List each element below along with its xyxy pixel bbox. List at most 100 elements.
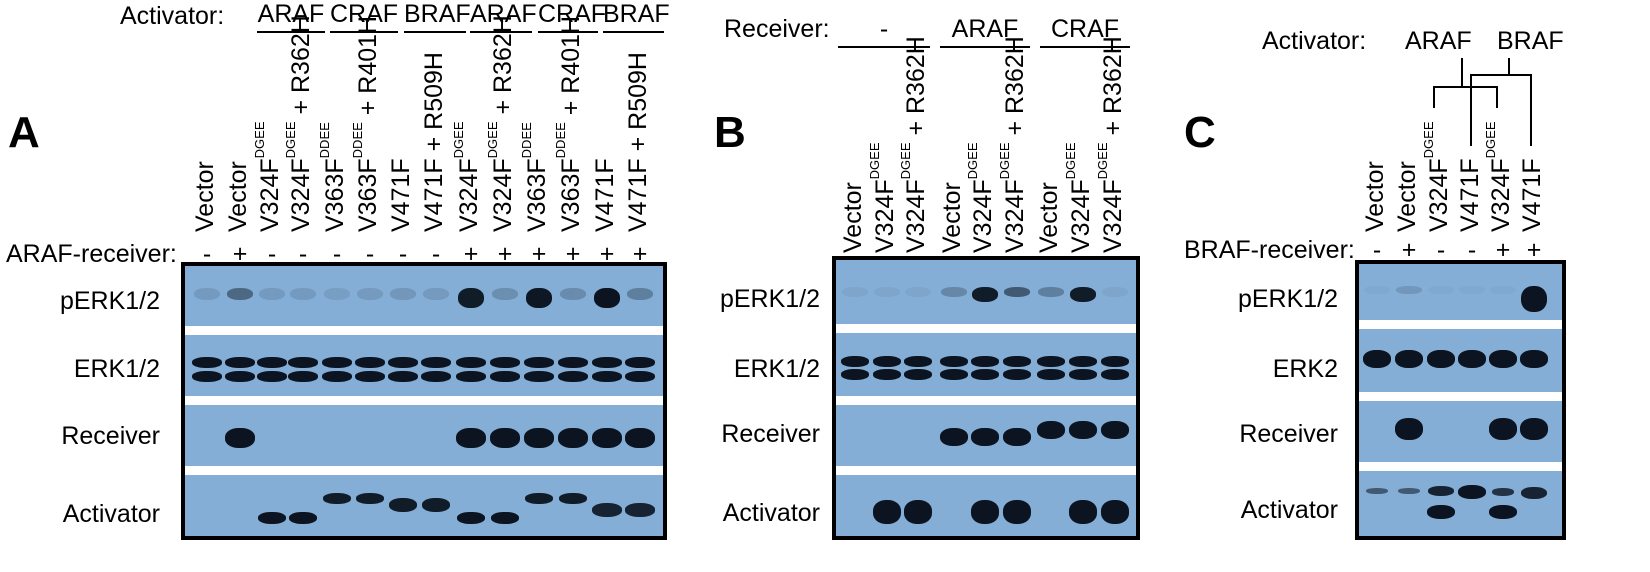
- lane-label-superscript: DDEE: [350, 122, 365, 159]
- lane-label-superscript: DGEE: [1483, 121, 1498, 159]
- group-underline: [470, 31, 532, 33]
- blot-band: [456, 357, 486, 368]
- blot-band: [259, 288, 285, 300]
- blot-band: [227, 288, 253, 300]
- lane-label-text: V324F: [287, 158, 315, 232]
- group-label: BRAF: [1497, 27, 1564, 55]
- lane-label: V324FDGEE + R362H: [1095, 36, 1127, 253]
- blot-band: [1395, 350, 1423, 368]
- receiver-sign: +: [1495, 236, 1511, 264]
- blot-band: [192, 371, 222, 382]
- blot-band: [357, 288, 383, 300]
- blot-separator: [185, 466, 663, 475]
- blot-band: [1459, 286, 1485, 294]
- blot-band: [971, 428, 999, 446]
- blot-band: [1428, 486, 1454, 496]
- lane-label-superscript: DDEE: [317, 122, 332, 159]
- group-label: BRAF: [603, 0, 670, 28]
- lane-label: V471F + R509H: [420, 52, 448, 232]
- blot-band: [940, 428, 968, 446]
- blot-band: [940, 369, 968, 380]
- blot-row-label: Receiver: [61, 422, 160, 450]
- blot-band: [841, 356, 869, 367]
- connector-line: [1433, 86, 1498, 88]
- blot-band: [1492, 488, 1514, 496]
- lane-label-text: V324F: [1001, 179, 1029, 253]
- lane-label-suffix: + R401H: [354, 15, 382, 123]
- blot-band: [1069, 421, 1097, 439]
- blot-row-label: pERK1/2: [59, 287, 160, 315]
- lane-label-text: V324F: [1099, 179, 1127, 253]
- blot-band: [1038, 287, 1064, 297]
- lane-label-text: V471F: [1456, 158, 1484, 232]
- connector-line: [1433, 86, 1435, 108]
- lane-label: V471F: [387, 158, 415, 232]
- blot-band: [524, 428, 554, 448]
- blot-band: [491, 512, 519, 524]
- lane-label-text: V324F: [256, 158, 284, 232]
- connector-line: [1470, 74, 1532, 76]
- blot-band: [525, 493, 553, 504]
- blot-band: [289, 512, 317, 524]
- blot-band: [389, 498, 417, 512]
- blot-band: [322, 357, 352, 368]
- blot-band: [1490, 286, 1516, 294]
- blot-band: [1489, 418, 1517, 440]
- activator-header: Activator:: [120, 2, 225, 30]
- lane-label-text: Vector: [1393, 161, 1421, 232]
- lane-label: V471F: [591, 158, 619, 232]
- lane-label: V324FDGEE + R362H: [997, 36, 1029, 253]
- blot-band: [257, 357, 287, 368]
- lane-label: V363FDDEE: [317, 122, 349, 232]
- lane-label-superscript: DGEE: [1063, 142, 1078, 180]
- blot-band: [524, 357, 554, 368]
- receiver-sign: +: [1401, 236, 1417, 264]
- blot-band: [423, 288, 449, 300]
- lane-label-text: Vector: [1361, 161, 1389, 232]
- group-label: BRAF: [404, 0, 471, 28]
- blot-band: [940, 356, 968, 367]
- blot-band: [625, 503, 655, 517]
- blot-band: [456, 428, 486, 448]
- receiver-sign: +: [463, 240, 479, 268]
- blot-separator: [1359, 392, 1562, 401]
- blot-row-label: pERK1/2: [1237, 285, 1338, 313]
- blot-band: [225, 371, 255, 382]
- group-label: ARAF: [257, 0, 325, 28]
- lane-label-superscript: DGEE: [965, 142, 980, 180]
- blot-band: [422, 498, 450, 512]
- lane-label-text: V471F: [420, 158, 448, 232]
- lane-label-text: Vector: [191, 161, 219, 232]
- lane-label-superscript: DDEE: [553, 122, 568, 159]
- lane-label-text: V363F: [557, 158, 585, 232]
- blot-band: [1070, 287, 1096, 302]
- blot-band: [1003, 500, 1031, 524]
- group-underline: [1040, 46, 1130, 48]
- lane-label-suffix: + R401H: [557, 15, 585, 123]
- activator-header: Activator:: [1262, 27, 1367, 55]
- receiver-sign: -: [298, 240, 308, 268]
- blot-row-label: Receiver: [721, 420, 820, 448]
- blot-row-label: Activator: [62, 500, 160, 528]
- blot-band: [594, 288, 620, 308]
- blot-band: [192, 357, 222, 368]
- group-label: -: [879, 15, 889, 43]
- blot-band: [421, 371, 451, 382]
- connector-line: [1508, 58, 1510, 76]
- blot-band: [323, 493, 351, 504]
- blot-band: [625, 357, 655, 368]
- blot-band: [625, 428, 655, 448]
- receiver-sign: -: [431, 240, 441, 268]
- blot-row-label: Activator: [722, 499, 820, 527]
- blot-band: [258, 512, 286, 524]
- lane-label: V471F + R509H: [624, 52, 652, 232]
- lane-label: V324FDGEE: [252, 121, 284, 232]
- blot-band: [524, 371, 554, 382]
- western-blot-b: [832, 256, 1140, 540]
- receiver-sign: -: [202, 240, 212, 268]
- blot-band: [225, 357, 255, 368]
- lane-label: V363FDDEE + R401H: [553, 15, 585, 232]
- blot-band: [1364, 286, 1390, 294]
- blot-band: [1398, 488, 1420, 494]
- blot-band: [842, 287, 868, 297]
